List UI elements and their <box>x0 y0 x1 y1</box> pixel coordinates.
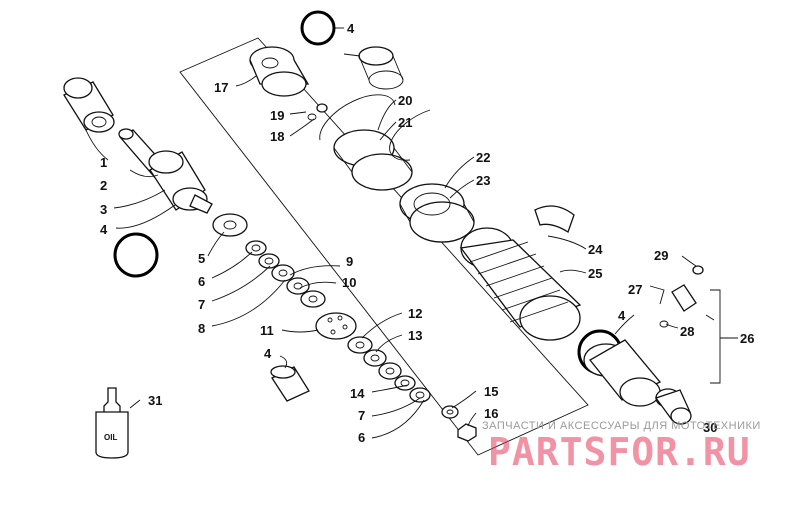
part-cap <box>249 46 310 97</box>
callout-22: 22 <box>476 150 490 165</box>
callout-3: 3 <box>100 202 107 217</box>
callout-25: 25 <box>588 266 602 281</box>
part-oil-bottle: OIL <box>95 387 129 459</box>
part-o-ring-left <box>113 232 159 278</box>
part-adjuster-ring <box>399 183 475 243</box>
callout-6-upper: 6 <box>198 274 205 289</box>
part-damper-body <box>583 339 662 407</box>
callout-19: 19 <box>270 108 284 123</box>
callout-1: 1 <box>100 155 107 170</box>
callout-9: 9 <box>346 254 353 269</box>
callout-21: 21 <box>398 115 412 130</box>
callout-11: 11 <box>260 323 274 338</box>
callout-6-lower: 6 <box>358 430 365 445</box>
callout-5: 5 <box>198 251 205 266</box>
callout-28: 28 <box>680 324 694 339</box>
callout-23: 23 <box>476 173 490 188</box>
part-seals-20-21 <box>319 94 431 191</box>
callout-24: 24 <box>588 242 603 257</box>
callout-20: 20 <box>398 93 412 108</box>
callout-labels: 1 2 3 4 5 6 7 8 9 10 11 4 12 13 14 7 6 1… <box>100 21 754 445</box>
callout-30: 30 <box>703 420 717 435</box>
assembly-frame <box>179 37 589 456</box>
part-piston <box>315 312 357 340</box>
callout-2: 2 <box>100 178 107 193</box>
watermark-brand: PARTSFOR.RU <box>488 430 751 474</box>
callout-26: 26 <box>740 331 754 346</box>
callout-16: 16 <box>484 406 498 421</box>
part-bushing <box>63 77 115 133</box>
part-washer-stack-upper <box>212 213 326 308</box>
leader-lines <box>85 27 697 439</box>
callout-15: 15 <box>484 384 498 399</box>
callout-4-left: 4 <box>100 222 108 237</box>
callout-29: 29 <box>654 248 668 263</box>
callout-4-lower: 4 <box>264 346 272 361</box>
part-seal-ring-top <box>358 46 404 90</box>
part-valve-small <box>307 103 328 121</box>
callout-4-top: 4 <box>347 21 355 36</box>
bracket-26 <box>710 289 721 384</box>
callout-27: 27 <box>628 282 642 297</box>
callout-12: 12 <box>408 306 422 321</box>
watermark-tagline: ЗАПЧАСТИ И АКСЕССУАРЫ ДЛЯ МОТОТЕХНИКИ <box>482 420 761 432</box>
callout-13: 13 <box>408 328 422 343</box>
bracket-27 <box>649 285 665 305</box>
part-spring-shield <box>534 205 575 233</box>
part-o-ring-top <box>300 10 336 46</box>
part-shaft-eye <box>148 150 213 214</box>
part-spring-body <box>459 227 582 341</box>
callout-7-upper: 7 <box>198 297 205 312</box>
part-bearing-ring-lower <box>270 365 310 402</box>
callout-18: 18 <box>270 129 284 144</box>
callout-14: 14 <box>350 386 365 401</box>
part-end-bushing <box>654 388 692 425</box>
callout-4-right: 4 <box>618 308 626 323</box>
callout-7-lower: 7 <box>358 408 365 423</box>
part-schrader-valve <box>659 265 715 328</box>
callout-10: 10 <box>342 275 356 290</box>
callout-8: 8 <box>198 321 205 336</box>
bottle-label: OIL <box>104 433 117 442</box>
part-washer-stack-lower <box>347 336 477 442</box>
callout-17: 17 <box>214 80 228 95</box>
callout-31: 31 <box>148 393 162 408</box>
